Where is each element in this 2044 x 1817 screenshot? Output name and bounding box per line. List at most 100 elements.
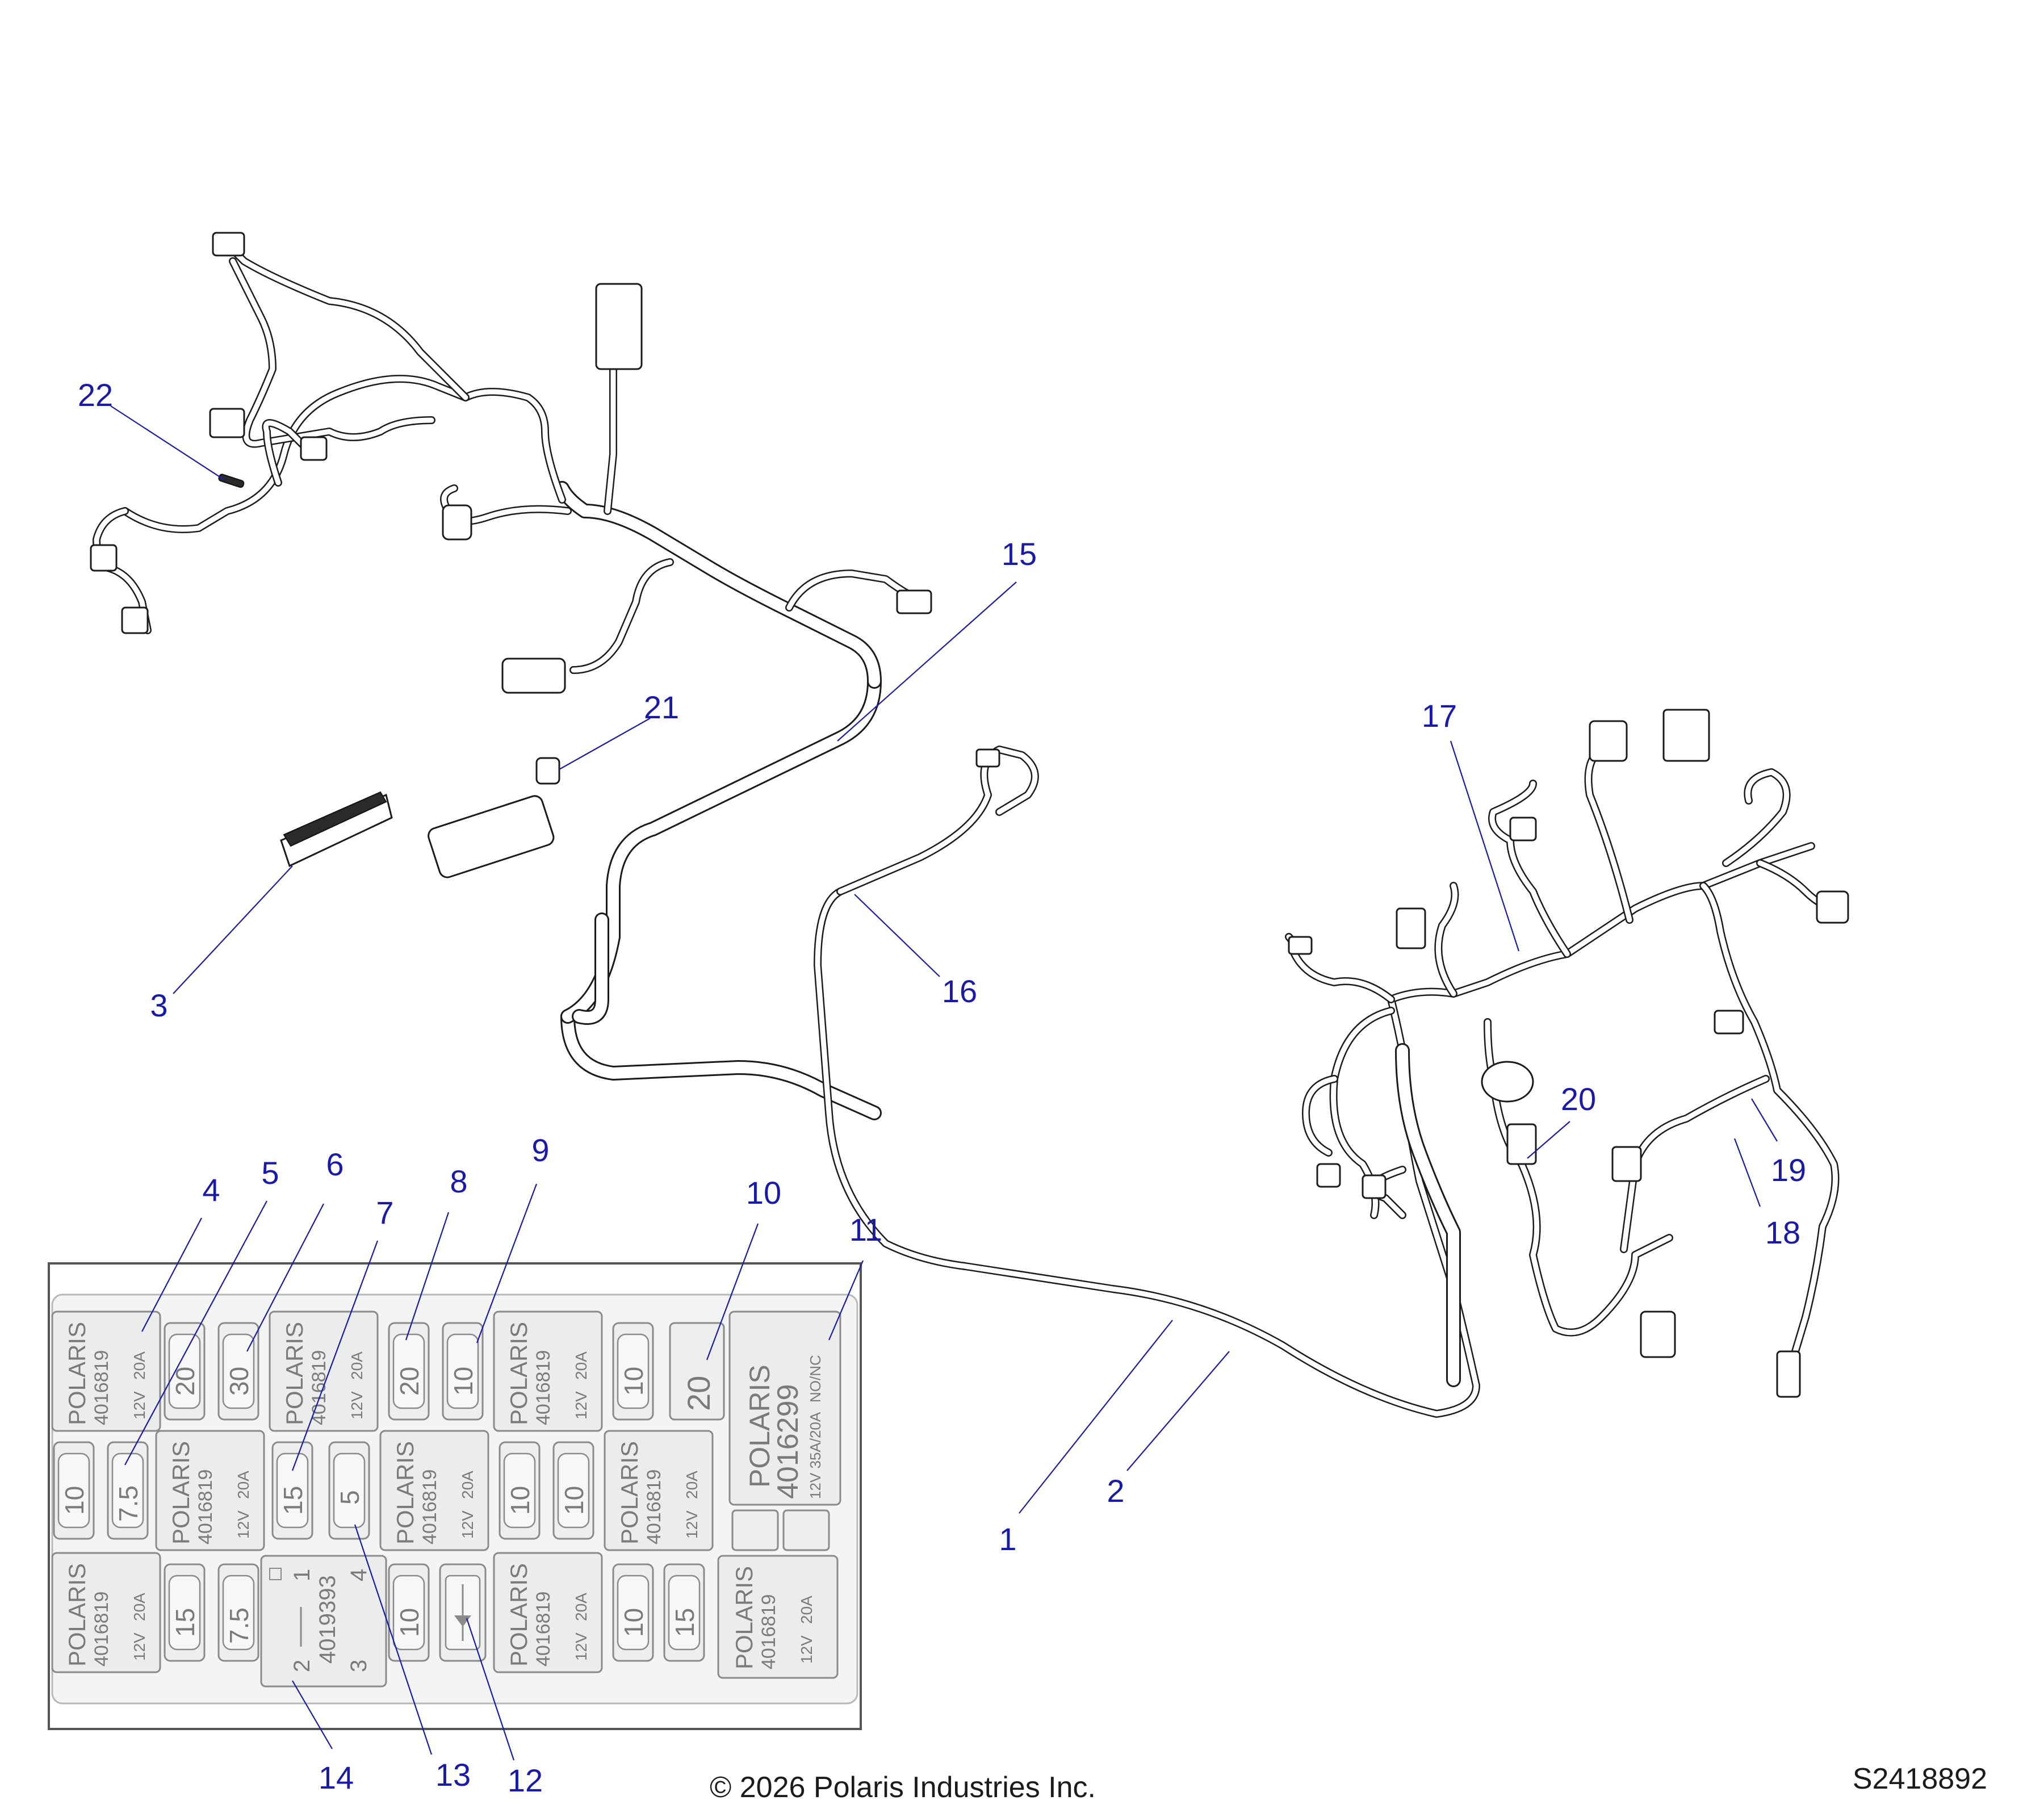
relay-voltage: 12V xyxy=(683,1510,701,1539)
fuse-slot-maxi xyxy=(669,1322,725,1421)
relay-brand: POLARIS xyxy=(731,1566,757,1669)
ecu-connector-icon xyxy=(595,283,643,370)
diode-module xyxy=(260,1555,387,1688)
diode-pin-4: 4 xyxy=(346,1569,371,1581)
relay-part-number: 4016819 xyxy=(308,1350,330,1425)
connector-icon xyxy=(1662,709,1710,762)
callout-21: 21 xyxy=(644,689,679,725)
relay-part-number: 4016819 xyxy=(91,1592,112,1667)
rear-harness xyxy=(1285,709,1849,1398)
relay-voltage: 12V xyxy=(348,1391,366,1420)
fuse-rating: 30 xyxy=(224,1367,254,1396)
copyright-text: © 2026 Polaris Industries Inc. xyxy=(710,1771,1096,1804)
relay-voltage: 12V xyxy=(572,1391,590,1420)
connector-icon xyxy=(1589,720,1628,762)
relay-brand: POLARIS xyxy=(392,1441,418,1544)
relay-voltage: 12V xyxy=(572,1632,590,1661)
front-harness xyxy=(90,232,932,1120)
connector-icon xyxy=(1288,936,1313,955)
callout-4: 4 xyxy=(202,1172,220,1208)
connector-icon xyxy=(1714,1010,1744,1035)
relay-voltage: 12V xyxy=(798,1635,815,1664)
relay-amperage: 20A xyxy=(131,1593,148,1621)
connector-icon xyxy=(1640,1311,1676,1358)
relay-row1-3 xyxy=(493,1311,603,1432)
relay-part-number: 4016819 xyxy=(419,1469,441,1544)
relay-part-number: 4016819 xyxy=(643,1469,665,1544)
big-relay-type: NO/NC xyxy=(807,1355,824,1402)
relay-brand: POLARIS xyxy=(167,1441,194,1544)
relay-row1-1 xyxy=(51,1311,161,1432)
connector-icon xyxy=(1611,1146,1642,1182)
relay-part-number: 4016819 xyxy=(195,1469,216,1544)
callout-14: 14 xyxy=(319,1760,354,1795)
relay-voltage: 12V xyxy=(131,1632,148,1661)
relay-brand: POLARIS xyxy=(64,1563,90,1667)
callout-20: 20 xyxy=(1561,1081,1596,1117)
connector-icon xyxy=(1362,1174,1387,1199)
fuse-cover-icon xyxy=(280,791,393,868)
relay-amperage: 20A xyxy=(798,1596,815,1624)
connector-icon xyxy=(1396,907,1426,949)
connector-icon xyxy=(90,544,118,572)
relay-amperage: 20A xyxy=(348,1351,366,1380)
callout-18: 18 xyxy=(1765,1215,1800,1250)
relay-brand: POLARIS xyxy=(64,1322,90,1425)
callout-labels: 1 2 3 4 5 6 7 8 9 10 11 12 13 14 15 16 1… xyxy=(78,377,1806,1798)
relay-amperage: 20A xyxy=(572,1593,590,1621)
fuse-rating: 15 xyxy=(170,1608,200,1637)
clip-icon xyxy=(535,757,560,785)
callout-17: 17 xyxy=(1422,698,1457,734)
callout-12: 12 xyxy=(508,1762,543,1798)
callout-3: 3 xyxy=(150,987,167,1023)
connector-icon xyxy=(1509,817,1537,841)
relay-nonc xyxy=(728,1311,841,1506)
relay-row3-3 xyxy=(717,1555,839,1679)
connector-icon xyxy=(212,232,245,257)
grommet-boot-icon xyxy=(1506,1123,1537,1165)
connector-icon xyxy=(442,504,472,541)
relay-part-number: 4016819 xyxy=(758,1594,780,1669)
grommet-icon xyxy=(1481,1061,1534,1103)
callout-22: 22 xyxy=(78,377,113,413)
relay-amperage: 20A xyxy=(131,1351,148,1380)
diode-pin-1: 1 xyxy=(290,1569,315,1581)
callout-9: 9 xyxy=(531,1132,549,1168)
drawing-id: S2418892 xyxy=(1853,1762,1987,1795)
relay-voltage: 12V xyxy=(131,1391,148,1420)
diode-pin-3: 3 xyxy=(346,1660,371,1672)
connector-icon xyxy=(501,658,566,694)
fuse-rating: 7.5 xyxy=(224,1607,254,1644)
big-relay-part-number: 4016299 xyxy=(772,1384,805,1499)
callout-19: 19 xyxy=(1771,1152,1806,1188)
fuse-box-detail: POLARIS 4016819 12V 20A 20 30 POLARIS 40… xyxy=(48,1262,862,1730)
relay-row2-3 xyxy=(604,1430,714,1551)
callout-15: 15 xyxy=(1002,536,1037,572)
terminal-pin-icon xyxy=(218,474,245,488)
relay-row3-1 xyxy=(51,1552,161,1673)
callout-8: 8 xyxy=(450,1163,467,1199)
relay-brand: POLARIS xyxy=(616,1441,643,1544)
connector-icon xyxy=(896,589,932,614)
relay-row3-2 xyxy=(493,1552,603,1673)
fuse-rating: 15 xyxy=(278,1486,308,1515)
terminal-slot xyxy=(782,1509,830,1551)
relay-part-number: 4016819 xyxy=(533,1592,554,1667)
fuse-rating: 10 xyxy=(505,1486,535,1515)
fuse-rating: 10 xyxy=(619,1608,648,1637)
relay-voltage: 12V xyxy=(234,1510,252,1539)
relay-amperage: 20A xyxy=(683,1471,701,1499)
relay-brand: POLARIS xyxy=(505,1322,532,1425)
fuse-box-bracket-icon xyxy=(428,795,555,878)
fuse-rating: 15 xyxy=(670,1608,700,1637)
connector-icon xyxy=(300,436,328,461)
leader-lines xyxy=(110,405,1778,1761)
fuse-rating: 10 xyxy=(559,1486,589,1515)
callout-7: 7 xyxy=(376,1195,393,1230)
callout-1: 1 xyxy=(999,1521,1016,1557)
relay-row2-1 xyxy=(155,1430,265,1551)
relay-amperage: 20A xyxy=(572,1351,590,1380)
connector-icon xyxy=(1316,1163,1341,1188)
relay-amperage: 20A xyxy=(459,1471,476,1499)
